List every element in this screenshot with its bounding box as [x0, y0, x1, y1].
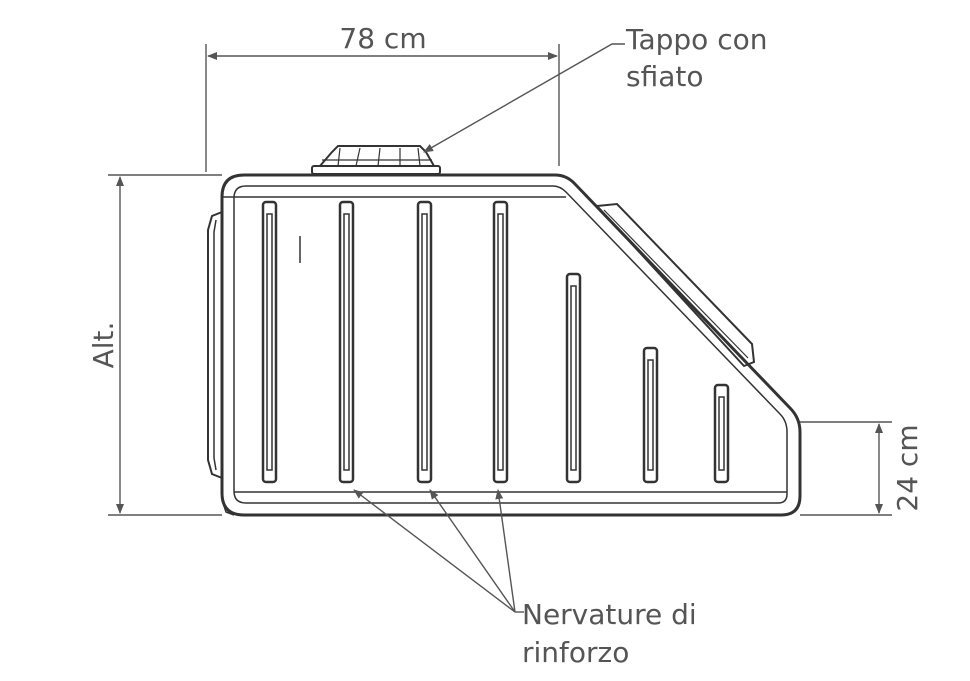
rib	[492, 200, 509, 484]
rib	[713, 383, 730, 484]
ribs-label-line1: Nervature di	[522, 598, 697, 631]
ribs-callout	[353, 489, 524, 613]
sloped-panel	[594, 202, 756, 368]
front-height-label: 24 cm	[891, 424, 924, 511]
ribs-label-line2: rinforzo	[522, 636, 629, 669]
cap-label-line2: sfiato	[626, 60, 704, 93]
width-label: 78 cm	[339, 22, 426, 55]
height-label: Alt.	[87, 322, 120, 369]
rib	[642, 346, 659, 484]
front-height-dimension	[800, 421, 892, 516]
rib	[261, 200, 278, 484]
height-dimension	[108, 174, 222, 516]
cap-with-vent	[311, 145, 441, 175]
rib	[416, 200, 433, 484]
rib	[338, 200, 355, 484]
cap-callout	[423, 43, 625, 153]
width-dimension	[205, 44, 560, 172]
cap-label-line1: Tappo con	[625, 23, 767, 56]
reinforcement-ribs	[261, 200, 730, 484]
tank-body	[207, 173, 802, 517]
rib	[565, 272, 582, 484]
